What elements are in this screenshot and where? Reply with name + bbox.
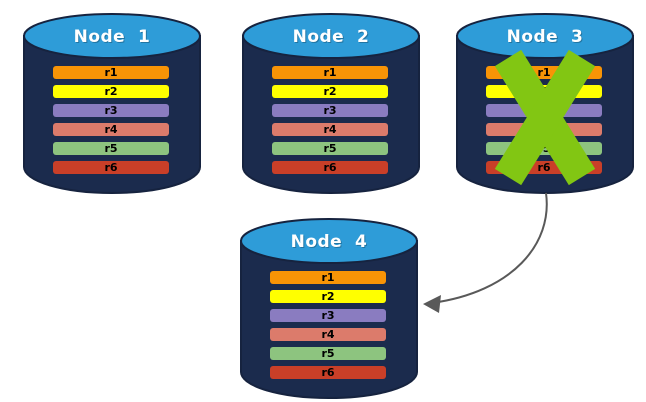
replica-list: r1 r2 r3 r4 r5 r6 (486, 66, 602, 180)
replica-label: r6 (104, 161, 118, 174)
replica-label: r2 (537, 85, 551, 98)
replica-list: r1 r2 r3 r4 r5 r6 (272, 66, 388, 180)
replica-label: r5 (321, 347, 335, 360)
cylinder-top (242, 13, 420, 59)
replica-label: r2 (104, 85, 118, 98)
replica-bar-r1: r1 (53, 66, 169, 79)
replica-bar-r5: r5 (270, 347, 386, 360)
replica-label: r5 (537, 142, 551, 155)
arrow-curve (431, 192, 548, 304)
replica-bar-r2: r2 (53, 85, 169, 98)
replica-bar-r4: r4 (272, 123, 388, 136)
replica-label: r4 (323, 123, 337, 136)
replica-bar-r6: r6 (272, 161, 388, 174)
replica-label: r2 (321, 290, 335, 303)
replica-bar-r4: r4 (53, 123, 169, 136)
node-4: Node 4 r1 r2 r3 r4 r5 r6 (239, 213, 419, 401)
replica-label: r2 (323, 85, 337, 98)
node-3: Node 3 r1 r2 r3 r4 r5 r6 (455, 8, 635, 196)
node-title: Node 4 (290, 232, 368, 252)
replica-label: r3 (323, 104, 337, 117)
replica-label: r6 (321, 366, 335, 379)
replica-bar-r1: r1 (272, 66, 388, 79)
replica-label: r3 (537, 104, 551, 117)
node-2: Node 2 r1 r2 r3 r4 r5 r6 (241, 8, 421, 196)
replica-label: r5 (323, 142, 337, 155)
replica-bar-r5: r5 (486, 142, 602, 155)
replica-label: r4 (104, 123, 118, 136)
replica-label: r1 (104, 66, 118, 79)
replica-bar-r3: r3 (486, 104, 602, 117)
node-title: Node 2 (292, 27, 370, 47)
replica-list: r1 r2 r3 r4 r5 r6 (270, 271, 386, 385)
replica-bar-r3: r3 (272, 104, 388, 117)
replica-bar-r1: r1 (486, 66, 602, 79)
replica-list: r1 r2 r3 r4 r5 r6 (53, 66, 169, 180)
cylinder-top (23, 13, 201, 59)
arrow-head-icon (423, 295, 441, 313)
replica-label: r1 (321, 271, 335, 284)
replica-label: r6 (537, 161, 551, 174)
replica-label: r3 (321, 309, 335, 322)
replica-bar-r5: r5 (272, 142, 388, 155)
replica-bar-r2: r2 (272, 85, 388, 98)
replica-bar-r2: r2 (486, 85, 602, 98)
replica-label: r1 (537, 66, 551, 79)
replica-label: r6 (323, 161, 337, 174)
replica-bar-r4: r4 (270, 328, 386, 341)
replica-bar-r6: r6 (270, 366, 386, 379)
replica-bar-r3: r3 (53, 104, 169, 117)
replica-label: r5 (104, 142, 118, 155)
cylinder-top (240, 218, 418, 264)
replica-bar-r5: r5 (53, 142, 169, 155)
replica-bar-r2: r2 (270, 290, 386, 303)
replica-bar-r4: r4 (486, 123, 602, 136)
node-title: Node 3 (506, 27, 584, 47)
replica-bar-r1: r1 (270, 271, 386, 284)
node-title: Node 1 (73, 27, 151, 47)
replica-bar-r3: r3 (270, 309, 386, 322)
replica-label: r4 (321, 328, 335, 341)
node-1: Node 1 r1 r2 r3 r4 r5 r6 (22, 8, 202, 196)
replica-bar-r6: r6 (53, 161, 169, 174)
replica-bar-r6: r6 (486, 161, 602, 174)
replica-label: r3 (104, 104, 118, 117)
replica-label: r1 (323, 66, 337, 79)
replica-label: r4 (537, 123, 551, 136)
